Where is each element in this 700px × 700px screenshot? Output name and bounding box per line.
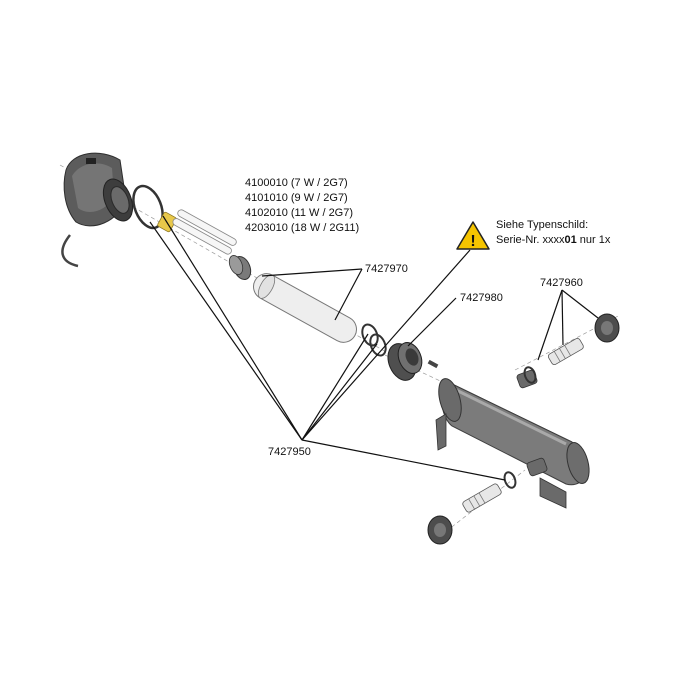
warning-exclamation: ! bbox=[470, 233, 475, 250]
warning-icon: ! bbox=[456, 221, 490, 250]
uv-lamp bbox=[157, 209, 237, 255]
note-line-2: Serie-Nr. xxxx01 nur 1x bbox=[496, 234, 611, 246]
note-line-1: Siehe Typenschild: bbox=[496, 219, 588, 231]
lamp-head-unit bbox=[61, 152, 134, 268]
o-ring-tube-1 bbox=[361, 323, 379, 347]
lamp-option: 4101010 (9 W / 2G7) bbox=[245, 192, 348, 204]
upper-hose-connector bbox=[523, 313, 620, 384]
part-label-union-nut: 7427980 bbox=[460, 292, 503, 304]
lamp-option: 4100010 (7 W / 2G7) bbox=[245, 177, 348, 189]
uvc-housing bbox=[435, 369, 590, 509]
o-ring-head bbox=[132, 184, 164, 230]
lamp-option: 4203010 (18 W / 2G11) bbox=[245, 222, 359, 234]
part-label-hose-connectors: 7427960 bbox=[540, 277, 583, 289]
quartz-tube bbox=[253, 273, 357, 343]
tube-collar bbox=[228, 255, 252, 281]
leader-lines bbox=[149, 215, 599, 481]
lower-hose-connector bbox=[427, 471, 517, 545]
lamp-option: 4102010 (11 W / 2G7) bbox=[245, 207, 353, 219]
lamp-options-list: 4100010 (7 W / 2G7) 4101010 (9 W / 2G7) … bbox=[245, 177, 359, 234]
part-label-seal-set: 7427950 bbox=[268, 446, 311, 458]
housing-union-nut bbox=[387, 342, 439, 381]
part-label-quartz-tube: 7427970 bbox=[365, 263, 408, 275]
o-ring-tube-2 bbox=[369, 333, 387, 357]
